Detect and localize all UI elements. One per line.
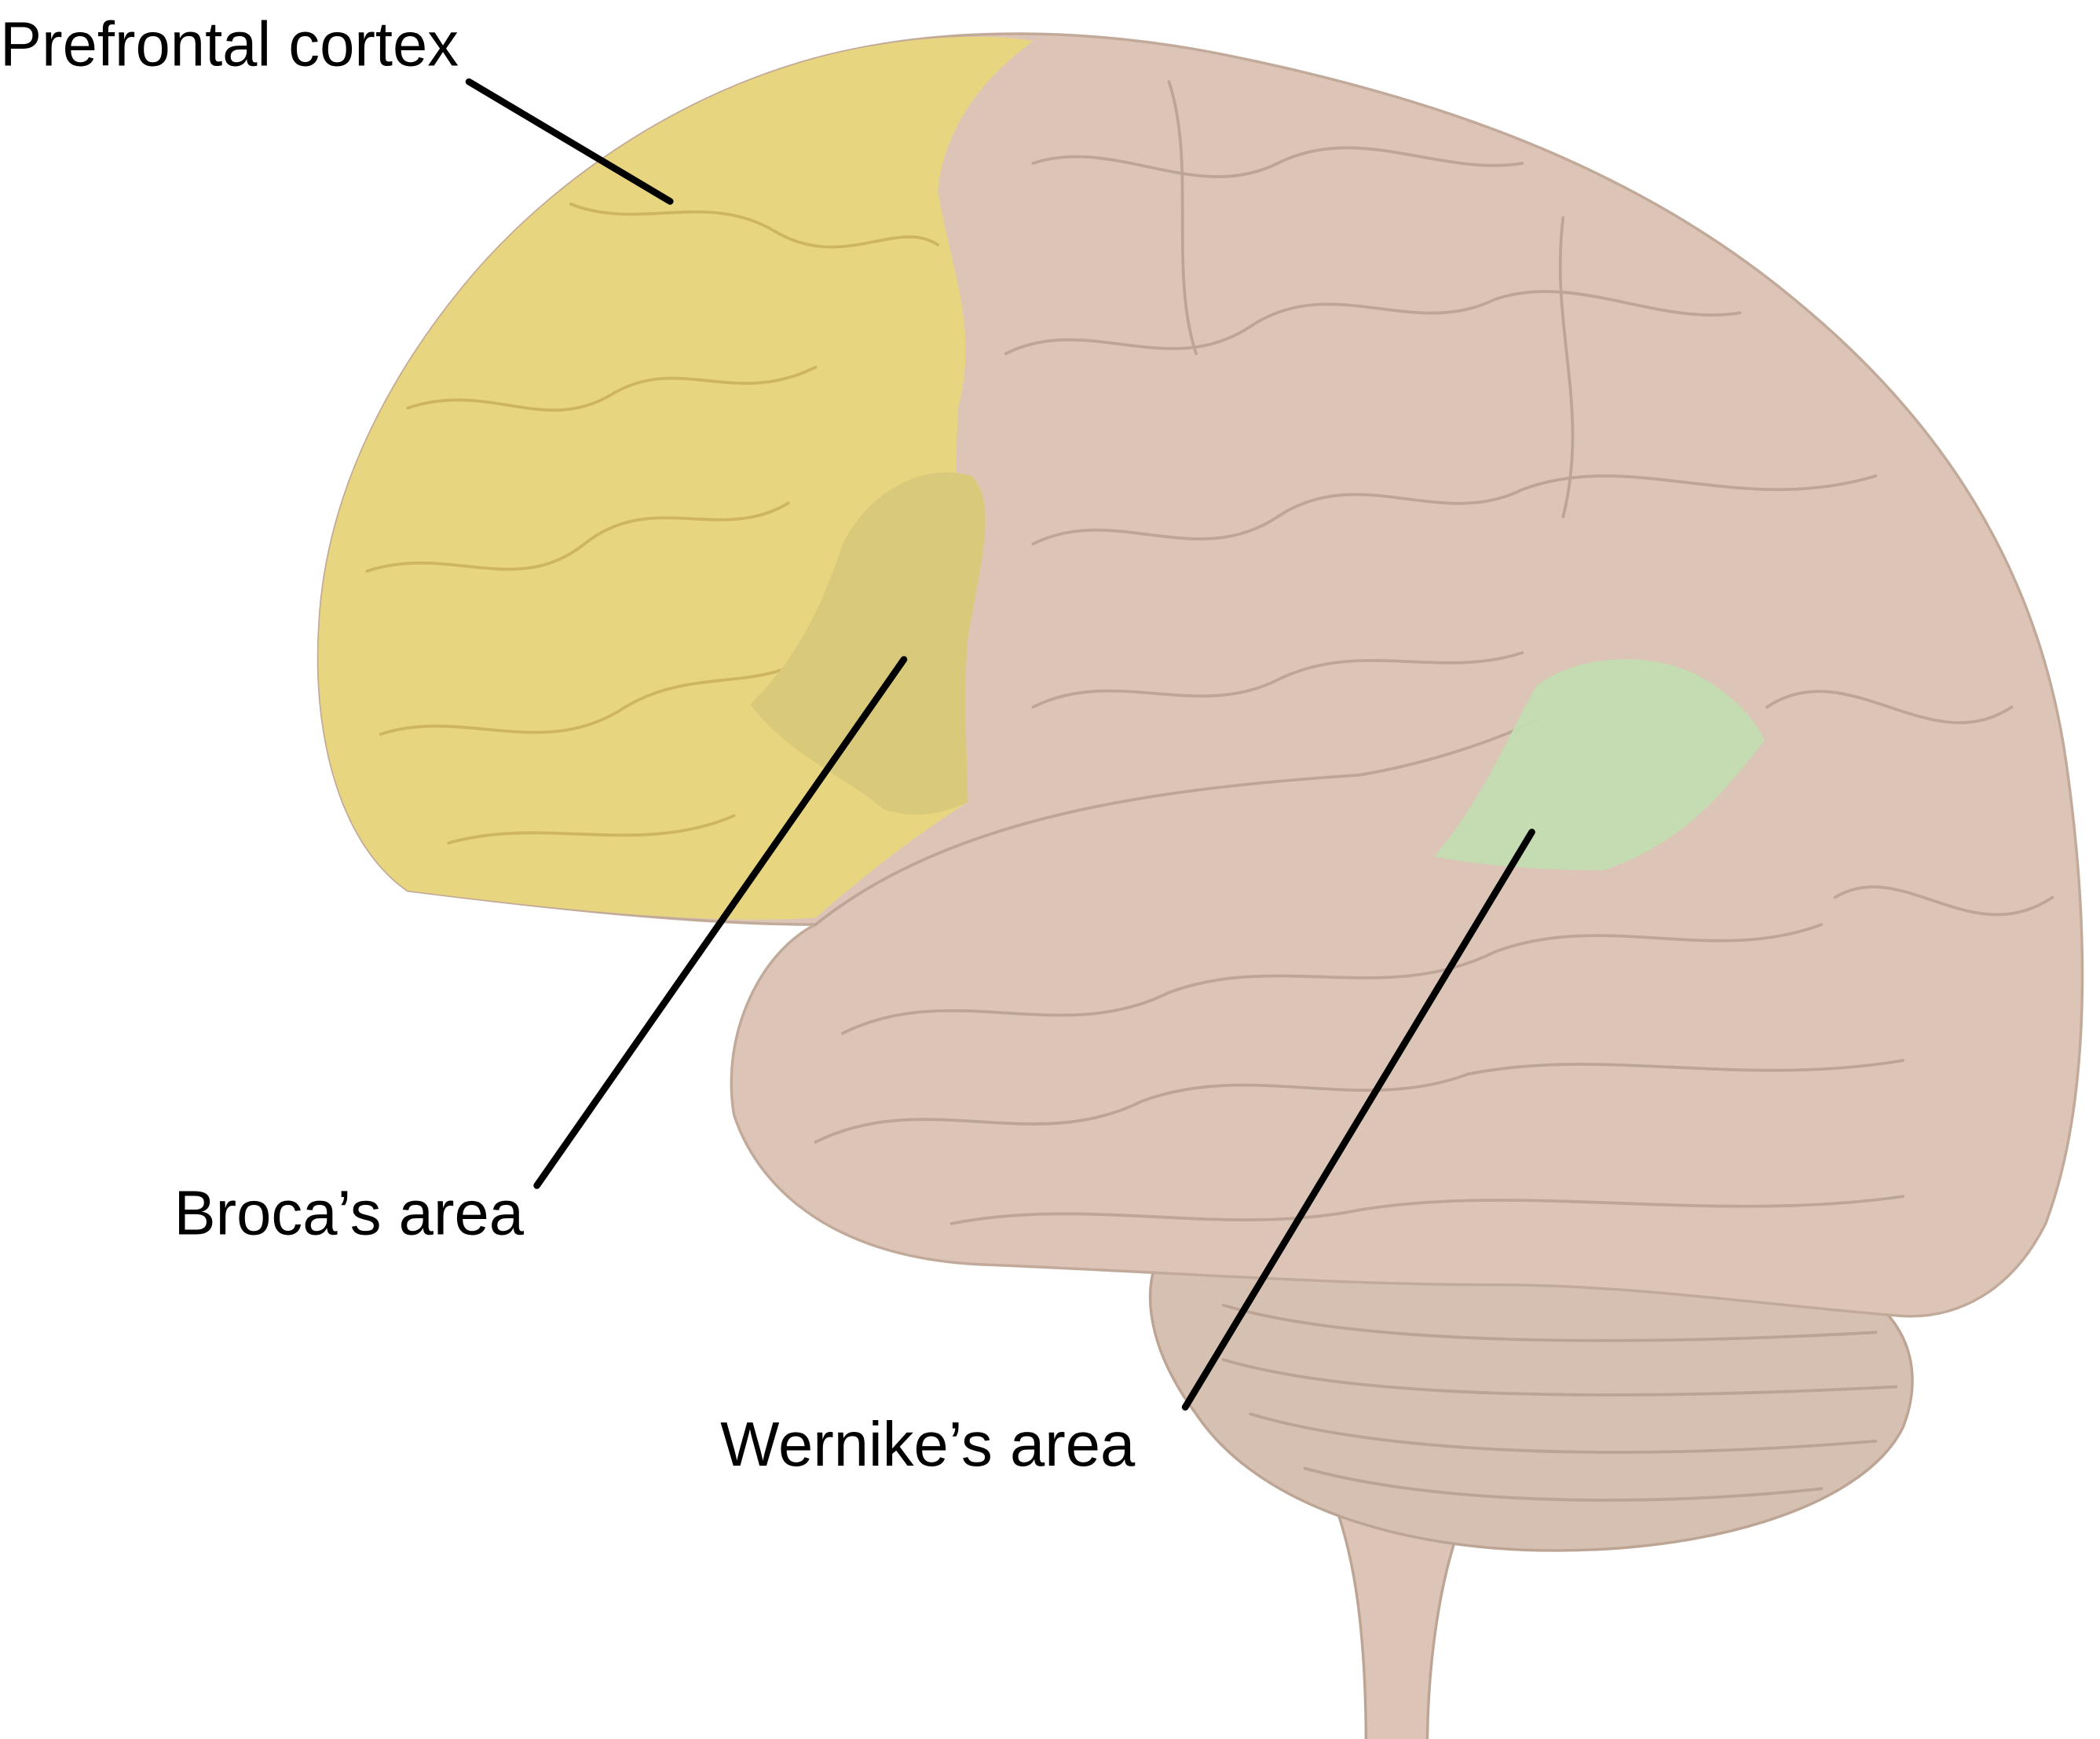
- wernike-leader-line: [1181, 829, 1535, 1411]
- wernike-area-region: [1433, 659, 1765, 870]
- broca-area-label: Broca’s area: [174, 1178, 525, 1248]
- broca-leader-line: [533, 656, 908, 1189]
- wernike-area-label: Wernike’s area: [720, 1409, 1136, 1479]
- prefrontal-cortex-label: Prefrontal cortex: [0, 9, 459, 79]
- cerebellum-folia: [1221, 1303, 1898, 1502]
- lateral-sulcus: [814, 719, 1538, 926]
- broca-area-region: [750, 472, 986, 815]
- cortex-gyri: [814, 80, 2054, 1225]
- prefrontal-gyri: [365, 202, 940, 845]
- prefrontal-leader-line: [465, 78, 674, 205]
